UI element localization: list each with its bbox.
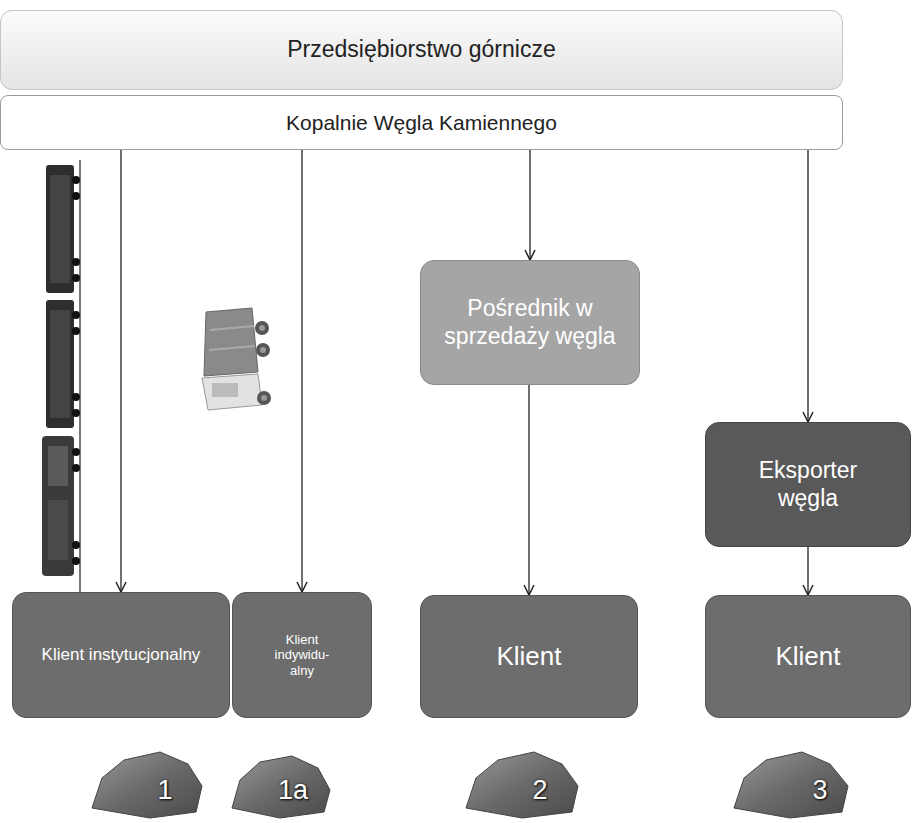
flow-arrow (120, 150, 121, 592)
callout-number: 3 (812, 775, 827, 806)
node-text: Klient (496, 641, 561, 672)
node-text: Klient instytucjonalny (42, 645, 201, 665)
train-illustration (42, 160, 80, 600)
node-text: Przedsiębiorstwo górnicze (287, 36, 555, 64)
mines-band: Kopalnie Węgla Kamiennego (0, 95, 843, 150)
node-text: Pośrednik w sprzedaży węgla (431, 295, 629, 350)
flow-arrow (528, 385, 529, 595)
client-box: Klient instytucjonalny (12, 592, 230, 718)
node-text: Kopalnie Węgla Kamiennego (286, 110, 557, 135)
flow-arrow (807, 547, 808, 595)
truck-illustration (202, 308, 271, 410)
coal-rock (92, 752, 202, 818)
company-band: Przedsiębiorstwo górnicze (0, 10, 843, 90)
client-box: Klient (420, 595, 638, 718)
callout-number: 1a (278, 775, 308, 806)
client-box: Klient (705, 595, 911, 718)
flow-arrow (807, 150, 808, 422)
node-text: Klient indywidu- alny (266, 632, 338, 679)
node-text: Eksporter węgla (743, 457, 873, 512)
coal-rock (466, 752, 578, 818)
coal-rock (734, 752, 848, 818)
flow-arrow (529, 150, 530, 260)
callout-number: 2 (532, 775, 547, 806)
coal-rock (232, 756, 330, 818)
intermediary-box: Pośrednik w sprzedaży węgla (420, 260, 640, 385)
callout-number: 1 (157, 775, 172, 806)
client-box: Klient indywidu- alny (232, 592, 372, 718)
flow-arrow (301, 150, 302, 592)
exporter-box: Eksporter węgla (705, 422, 911, 547)
node-text: Klient (775, 641, 840, 672)
